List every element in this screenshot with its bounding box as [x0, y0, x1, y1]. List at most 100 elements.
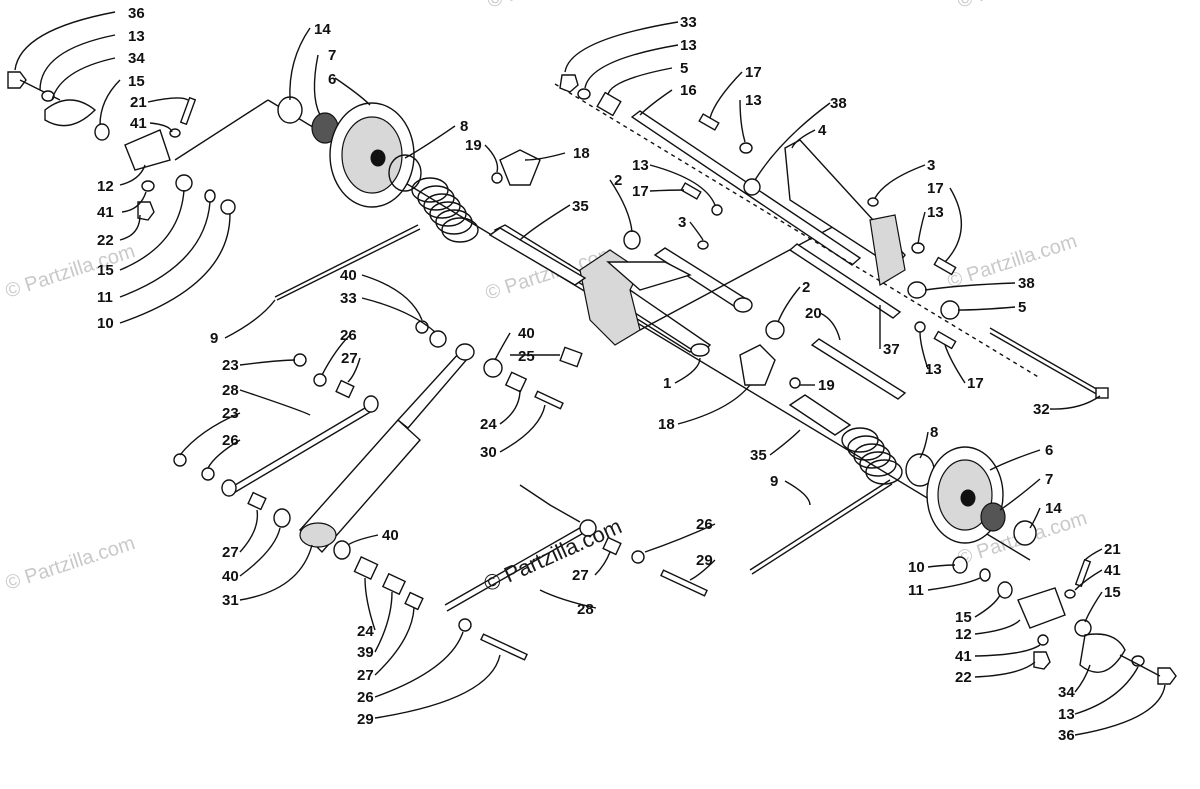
washer-26 — [458, 618, 472, 632]
wheel-hub — [370, 149, 386, 167]
bushing-15 — [1074, 619, 1092, 637]
part-label: 13 — [927, 204, 944, 221]
washer-26 — [201, 467, 215, 481]
part-label: 23 — [222, 357, 239, 374]
spacer-27 — [247, 491, 267, 511]
lockwasher-41 — [169, 128, 181, 138]
part-label: 41 — [1104, 562, 1121, 579]
bracket-4 — [784, 139, 906, 286]
washer-11 — [979, 568, 991, 582]
washer-13 — [911, 242, 925, 254]
part-label: 40 — [340, 267, 357, 284]
spacer-24 — [353, 556, 379, 580]
bushing — [579, 519, 597, 537]
part-label: 31 — [222, 592, 239, 609]
bushing-15 — [997, 581, 1013, 599]
link-rod-upper — [229, 404, 371, 489]
bolt-head-36 — [7, 71, 27, 89]
bolt-17 — [933, 256, 957, 276]
part-label: 19 — [818, 377, 835, 394]
part-label: 12 — [955, 626, 972, 643]
nut-22 — [137, 201, 155, 221]
part-label: 6 — [1045, 442, 1053, 459]
spacer-7-right — [980, 502, 1006, 532]
part-label: 17 — [927, 180, 944, 197]
part-label: 5 — [1018, 299, 1026, 316]
snap-ring-8 — [388, 154, 422, 192]
bushing-40 — [333, 540, 351, 560]
part-label: 17 — [632, 183, 649, 200]
part-label: 11 — [97, 289, 113, 306]
part-label: 20 — [805, 305, 822, 322]
bracket-plate — [869, 214, 906, 286]
bushing-2 — [765, 320, 785, 340]
bushing-2 — [623, 230, 641, 250]
part-label: 40 — [222, 568, 239, 585]
washer-13 — [711, 204, 723, 216]
nut-3 — [867, 197, 879, 207]
part-label: 26 — [696, 516, 713, 533]
part-label: 32 — [1033, 401, 1050, 418]
bushing-5 — [596, 91, 622, 117]
part-label: 27 — [341, 350, 358, 367]
bolt-32-edge — [989, 327, 1101, 392]
bolt-32-head — [1095, 387, 1109, 399]
washer-19 — [789, 377, 801, 389]
hardware — [7, 71, 1177, 685]
watermark-text: © Partzilla.com — [955, 0, 1090, 13]
part-label: 13 — [680, 37, 697, 54]
part-label: 1 — [663, 375, 671, 392]
watermark-text: © Partzilla.com — [3, 240, 138, 303]
part-label: 19 — [465, 137, 482, 154]
plate-34 — [1079, 633, 1126, 673]
part-label: 22 — [97, 232, 114, 249]
mount-plate-18 — [739, 344, 776, 386]
part-labels: 36 13 34 15 21 41 12 41 22 15 11 10 14 7… — [97, 5, 1121, 744]
spacer-27 — [335, 379, 355, 399]
part-label: 29 — [696, 552, 713, 569]
link-rods-28 — [229, 404, 588, 612]
rod-20 — [810, 338, 907, 400]
part-label: 14 — [314, 21, 331, 38]
spacer-27 — [404, 591, 424, 611]
part-label: 4 — [818, 122, 827, 139]
part-label: 35 — [572, 198, 589, 215]
part-label: 10 — [97, 315, 114, 332]
part-label: 23 — [222, 405, 239, 422]
part-label: 3 — [927, 157, 935, 174]
assembly-line — [519, 484, 581, 523]
part-label: 8 — [460, 118, 468, 135]
spacer-25 — [559, 346, 583, 368]
part-label: 24 — [480, 416, 497, 433]
washer-11 — [204, 189, 216, 203]
part-label: 2 — [614, 172, 622, 189]
part-label: 35 — [750, 447, 767, 464]
pivot-arm-web — [606, 261, 692, 291]
lockwasher-41 — [1064, 589, 1076, 599]
part-label: 17 — [745, 64, 762, 81]
part-label: 21 — [130, 94, 147, 111]
part-label: 17 — [967, 375, 984, 392]
bushing-40 — [429, 330, 447, 348]
bolt-17 — [933, 330, 957, 350]
part-label: 13 — [128, 28, 145, 45]
shock-eye-upper — [455, 343, 475, 361]
watermark-text: © Partzilla.com — [3, 532, 138, 595]
part-label: 7 — [1045, 471, 1053, 488]
bolt-17 — [680, 182, 702, 200]
parts-drawing — [7, 11, 1177, 736]
part-label: 34 — [128, 50, 145, 67]
part-label: 38 — [1018, 275, 1035, 292]
nut-22 — [1033, 651, 1051, 670]
lockwasher-41b — [141, 180, 155, 192]
link-rod-lower-edge — [446, 530, 588, 612]
right-wheel-spring — [749, 394, 1037, 575]
left-wheel-spring — [274, 96, 587, 301]
part-label: 15 — [97, 262, 114, 279]
part-label: 7 — [328, 47, 336, 64]
part-label: 36 — [1058, 727, 1075, 744]
part-label: 21 — [1104, 541, 1121, 558]
spring-arm-9-right-edge — [751, 483, 893, 575]
part-label: 26 — [357, 689, 374, 706]
axle-block-12 — [1017, 587, 1066, 629]
